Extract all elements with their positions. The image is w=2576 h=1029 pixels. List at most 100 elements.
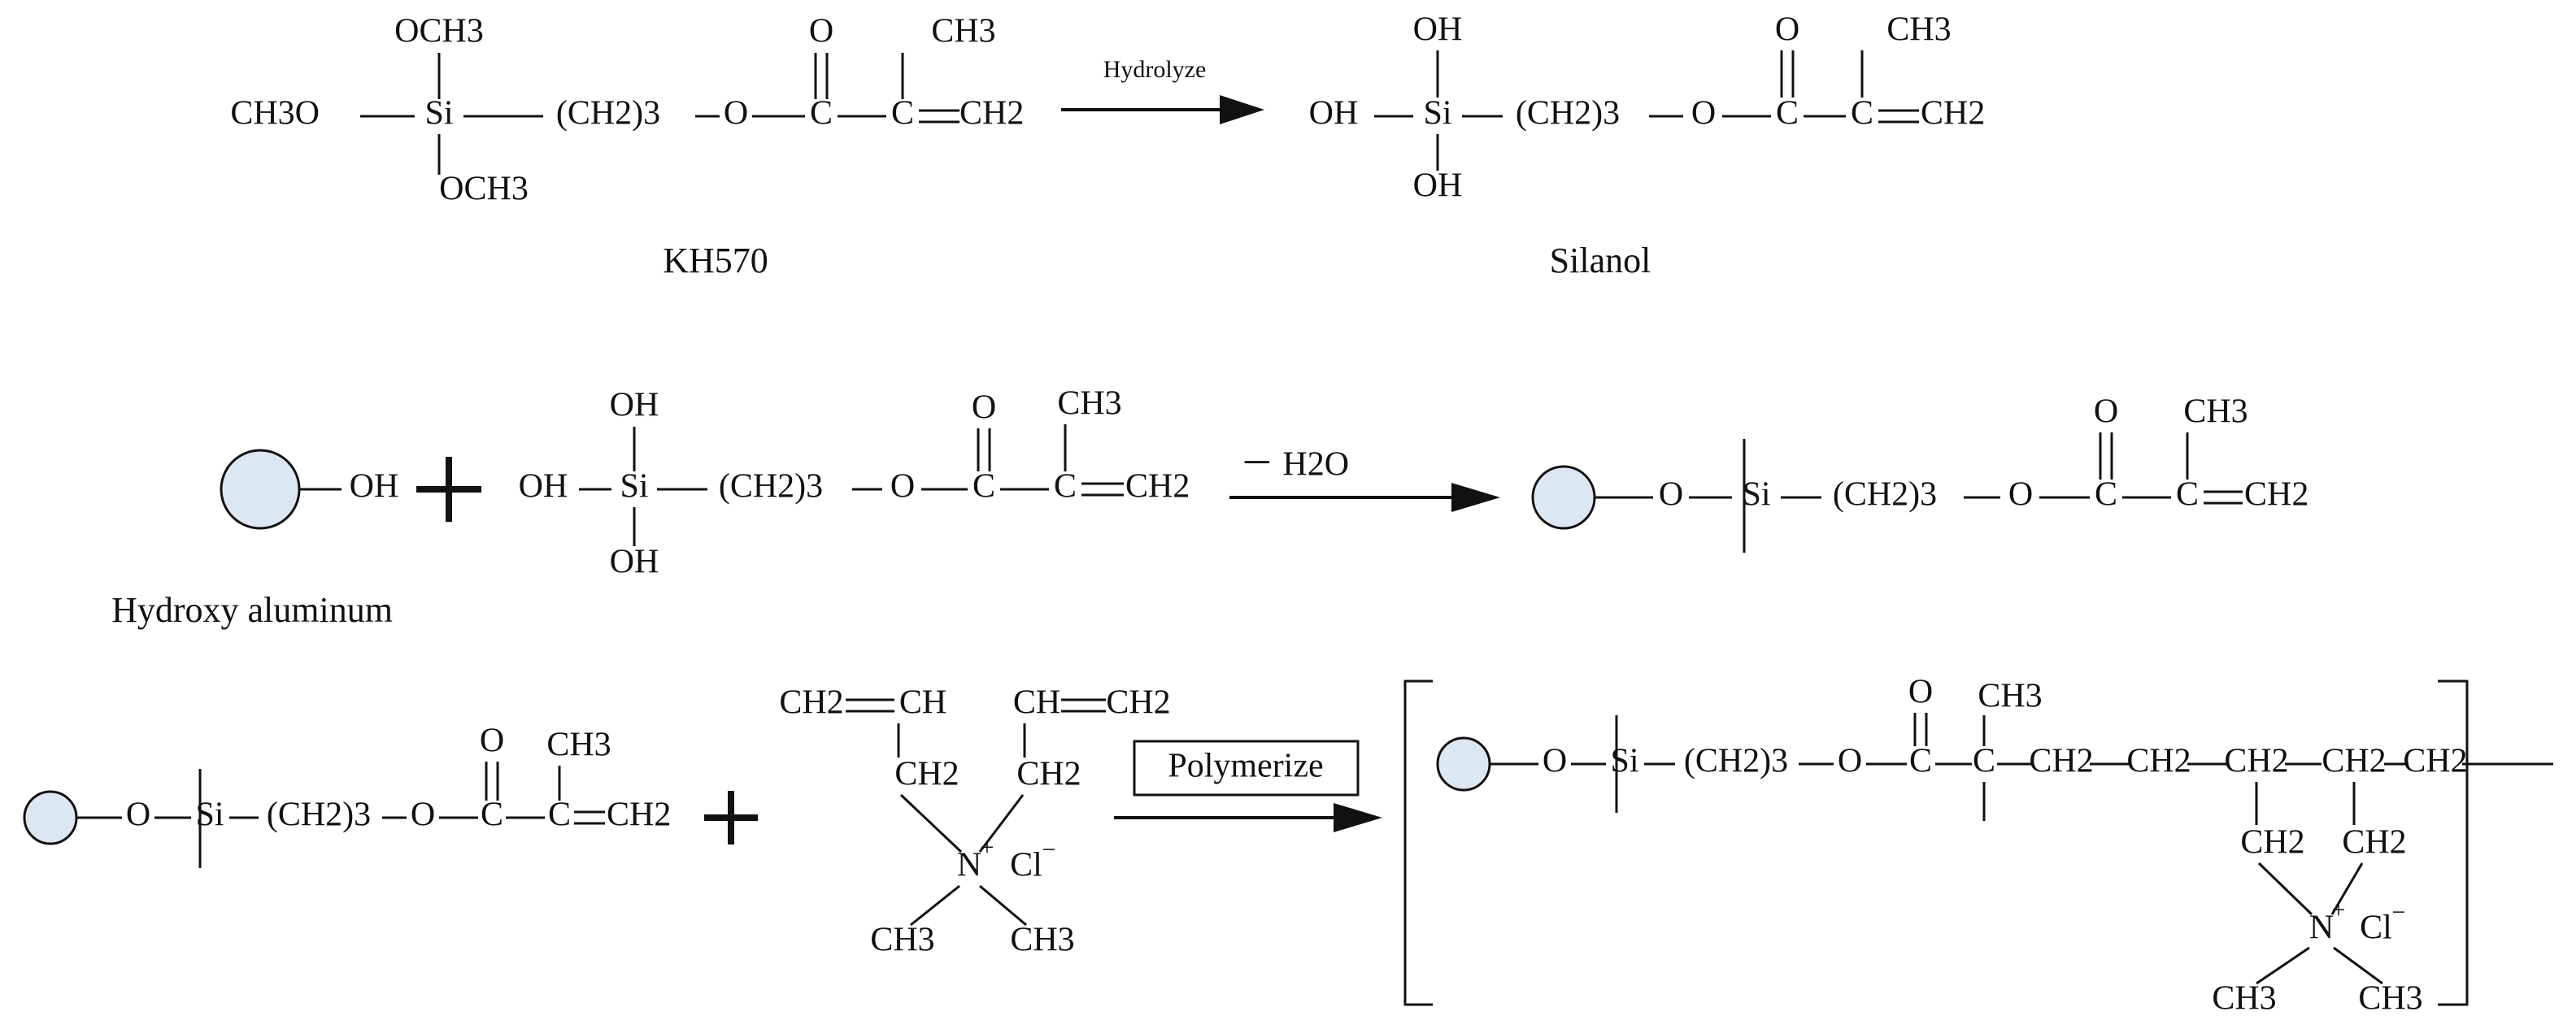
- silanol-hydroxyl-top: OH: [1413, 11, 1463, 49]
- row2-silanol-carbonyl-carbon: C: [973, 468, 995, 506]
- dadmac-right-ch: CH: [1013, 684, 1060, 722]
- polymer-bond-ring-right-n: [2330, 862, 2364, 915]
- kh570-propyl-chain: (CH2)3: [556, 95, 660, 132]
- polymer-link-oxygen: O: [1543, 743, 1567, 780]
- plus-sign-1: [416, 457, 481, 522]
- polymer-methyl-top: CH3: [1978, 678, 2042, 715]
- row2-product-carbonyl-oxygen: O: [2094, 393, 2118, 431]
- polymer-carbonyl-oxygen: O: [1908, 674, 1933, 711]
- row3-grafted-propyl-chain: (CH2)3: [267, 797, 371, 834]
- row2-silanol-silicon: Si: [620, 468, 648, 506]
- polymer-methyl-right: CH3: [2358, 980, 2422, 1018]
- hydrolyze-label: Hydrolyze: [1103, 56, 1207, 83]
- polymer-particle-icon: [1436, 736, 1491, 792]
- hydrolyze-arrow-head: [1220, 95, 1264, 124]
- row2-silanol-vinyl-ch2: CH2: [1125, 468, 1190, 506]
- row2-silanol-hydroxyl-left: OH: [519, 468, 568, 506]
- row3-grafted-carbonyl-carbon: C: [481, 797, 503, 834]
- silanol-carbonyl-carbon: C: [1776, 95, 1799, 132]
- dadmac-structure: CH2 CH CH2 CH CH2 CH2 N + Cl − CH3 CH3: [779, 684, 1170, 959]
- silanol-carbonyl-oxygen: O: [1775, 11, 1799, 49]
- row2-product-structure: O Si (CH2)3 O C O C CH3 CH2: [1531, 393, 2308, 553]
- row3-grafted-particle-icon: [23, 790, 78, 845]
- polymer-propyl-chain: (CH2)3: [1684, 743, 1788, 780]
- dadmac-bond-left-n: [899, 793, 963, 853]
- polymer-ester-oxygen: O: [1838, 743, 1862, 780]
- alumina-hydroxyl: OH: [350, 468, 399, 506]
- silanol-ester-oxygen: O: [1691, 95, 1716, 132]
- row2-product-carbonyl-carbon: C: [2095, 476, 2117, 514]
- row2-silanol-hydroxyl-bottom: OH: [610, 544, 659, 581]
- row3-grafted-vinyl-ch2: CH2: [607, 797, 671, 834]
- kh570-methyl: CH3: [931, 13, 995, 50]
- dadmac-right-ch2: CH2: [1016, 756, 1081, 793]
- kh570-methoxy-top: OCH3: [394, 13, 484, 50]
- polymer-bond-n-methyl-right: [2333, 946, 2383, 985]
- polymer-bond-ring-left-n: [2257, 862, 2313, 916]
- row2-product-alpha-carbon: C: [2176, 476, 2199, 514]
- dadmac-chloride-charge: −: [1042, 836, 1056, 863]
- kh570-alpha-carbon: C: [891, 95, 914, 132]
- row2-product-link-oxygen: O: [1659, 476, 1683, 514]
- row2-product-methyl: CH3: [2183, 393, 2247, 431]
- polymer-backbone-ch2-1: CH2: [2029, 743, 2093, 780]
- polymer-methyl-left: CH3: [2212, 980, 2276, 1018]
- polymer-alpha-carbon: C: [1973, 743, 1995, 780]
- polymer-carbonyl-carbon: C: [1909, 743, 1932, 780]
- condensation-arrow: － H2O: [1229, 446, 1500, 512]
- silanol-alpha-carbon: C: [1851, 95, 1873, 132]
- silanol-silicon: Si: [1423, 95, 1451, 132]
- polymer-backbone-ch2-3: CH2: [2224, 743, 2288, 780]
- row2-product-vinyl-ch2: CH2: [2244, 476, 2308, 514]
- polymer-nitrogen-charge: +: [2332, 897, 2346, 923]
- dadmac-methyl-left: CH3: [870, 922, 934, 959]
- row3-grafted-link-oxygen: O: [126, 797, 150, 834]
- kh570-structure: OCH3 CH3O Si OCH3 (CH2)3 O C O C CH3 CH2…: [230, 13, 1024, 280]
- dadmac-left-ch: CH: [899, 684, 946, 722]
- kh570-carbonyl-oxygen: O: [809, 13, 833, 50]
- row2-product-particle-icon: [1531, 465, 1596, 530]
- row3-grafted-carbonyl-oxygen: O: [480, 723, 504, 760]
- polymer-chloride: Cl: [2360, 910, 2392, 947]
- polymerize-label-box: [1133, 740, 1360, 797]
- polymer-bracket-right: [2438, 679, 2469, 1006]
- kh570-methoxy-bottom: OCH3: [439, 171, 529, 208]
- row3-grafted-methyl: CH3: [546, 727, 611, 764]
- polymerize-arrow-head: [1334, 803, 1382, 832]
- condensation-arrow-head: [1451, 483, 1500, 512]
- row2-silanol-carbonyl-oxygen: O: [972, 389, 996, 427]
- kh570-methoxy-left: CH3O: [230, 95, 320, 132]
- alumina-particle-icon: [220, 449, 301, 530]
- polymerize-label: Polymerize: [1168, 748, 1323, 785]
- row2-product-propyl-chain: (CH2)3: [1833, 476, 1937, 514]
- dadmac-nitrogen: N: [957, 847, 981, 884]
- kh570-name: KH570: [663, 241, 768, 280]
- row2-silanol-methyl: CH3: [1057, 385, 1121, 423]
- dadmac-nitrogen-charge: +: [981, 834, 994, 861]
- dadmac-bond-n-methyl-right: [979, 884, 1027, 927]
- polymer-ring-ch2-left: CH2: [2240, 824, 2304, 862]
- silanol-propyl-chain: (CH2)3: [1516, 95, 1620, 132]
- kh570-silicon: Si: [424, 95, 453, 132]
- polymer-nitrogen: N: [2309, 910, 2334, 947]
- hydroxy-aluminum: OH Hydroxy aluminum: [111, 449, 399, 630]
- silanol-vinyl-ch2: CH2: [1921, 95, 1985, 132]
- dadmac-left-ch2: CH2: [894, 756, 959, 793]
- silanol-name: Silanol: [1550, 241, 1651, 280]
- row3-grafted-ester-oxygen: O: [411, 797, 435, 834]
- polymer-structure: O Si (CH2)3 O C O C CH3 CH2 CH2 CH2 CH2 …: [1403, 674, 2553, 1018]
- silanol-hydroxyl-bottom: OH: [1413, 167, 1463, 205]
- row2-product-silicon: Si: [1742, 476, 1770, 514]
- dadmac-left-vinyl-ch2: CH2: [779, 684, 843, 722]
- row2-silanol-alpha-carbon: C: [1054, 468, 1077, 506]
- polymerize-arrow: Polymerize: [1114, 740, 1382, 832]
- plus-sign-2: [704, 791, 758, 844]
- row2-silanol-structure: OH OH Si OH (CH2)3 O C O C CH3 CH2: [519, 385, 1190, 581]
- polymer-backbone-ch2-4: CH2: [2321, 743, 2386, 780]
- kh570-vinyl-ch2: CH2: [959, 95, 1024, 132]
- row3-grafted-structure: O Si (CH2)3 O C O C CH3 CH2: [23, 723, 671, 868]
- polymer-bracket-left: [1403, 679, 1433, 1006]
- polymer-ring-ch2-right: CH2: [2342, 824, 2406, 862]
- dadmac-right-vinyl-ch2: CH2: [1106, 684, 1170, 722]
